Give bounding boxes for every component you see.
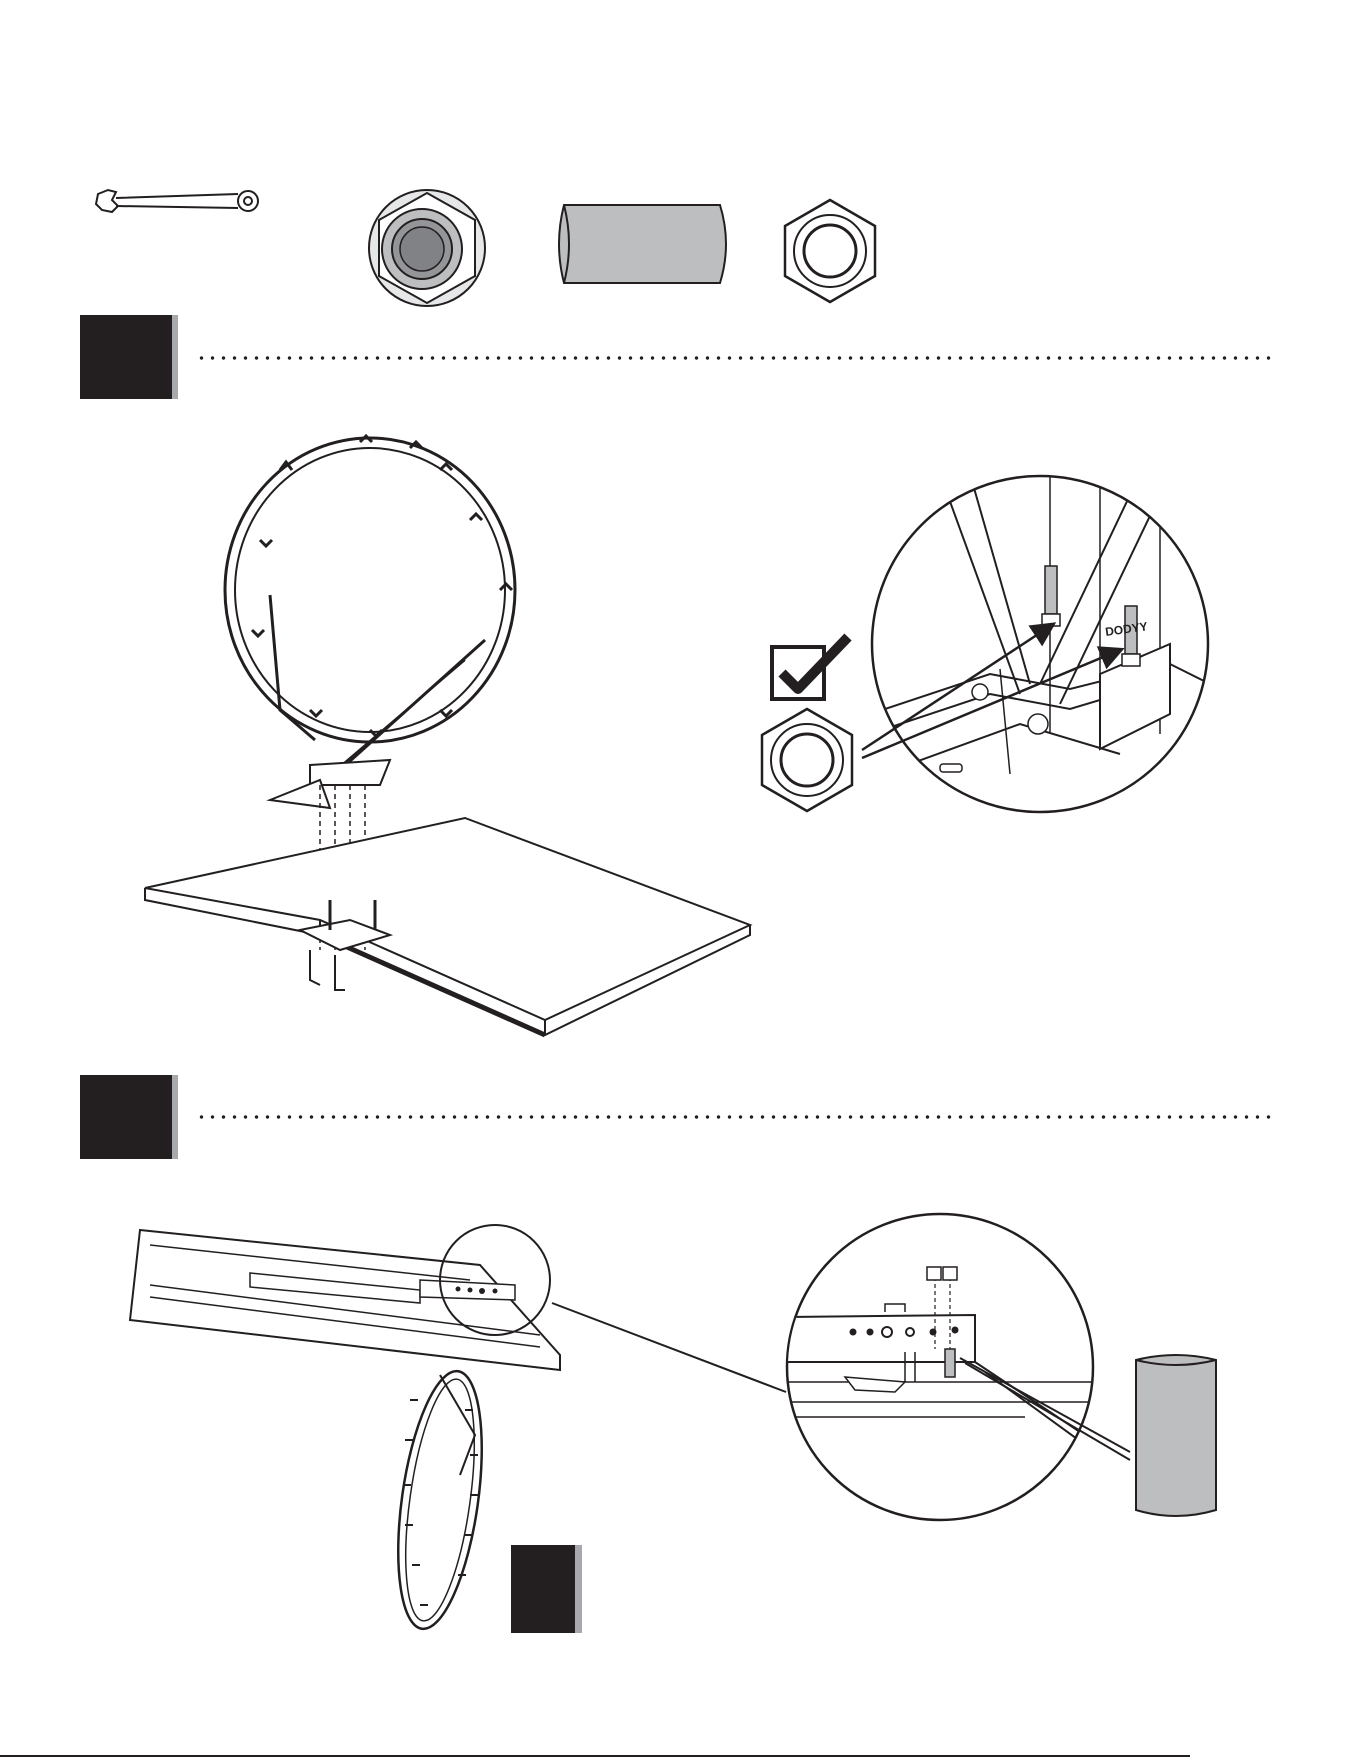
step-badge [80,315,172,399]
detail-circle-bolts: DODYY [870,474,1210,814]
hex-nut-icon [775,196,885,306]
checkmark-icon [770,633,870,713]
spacer-tube-icon [556,197,736,292]
rim-backboard-assembly [140,430,760,1070]
flange-nut-icon [362,183,492,313]
hex-nut-callout-icon [752,705,862,815]
dotted-rule [196,356,1276,360]
wrench-icon [88,182,268,222]
detail-circle-spacer [785,1212,1095,1522]
dotted-rule [196,1115,1276,1119]
page-bottom-rule [0,1755,1190,1757]
step-badge [80,1075,172,1159]
spacer-tube-callout-icon [1130,1350,1225,1525]
step-badge [511,1545,575,1633]
